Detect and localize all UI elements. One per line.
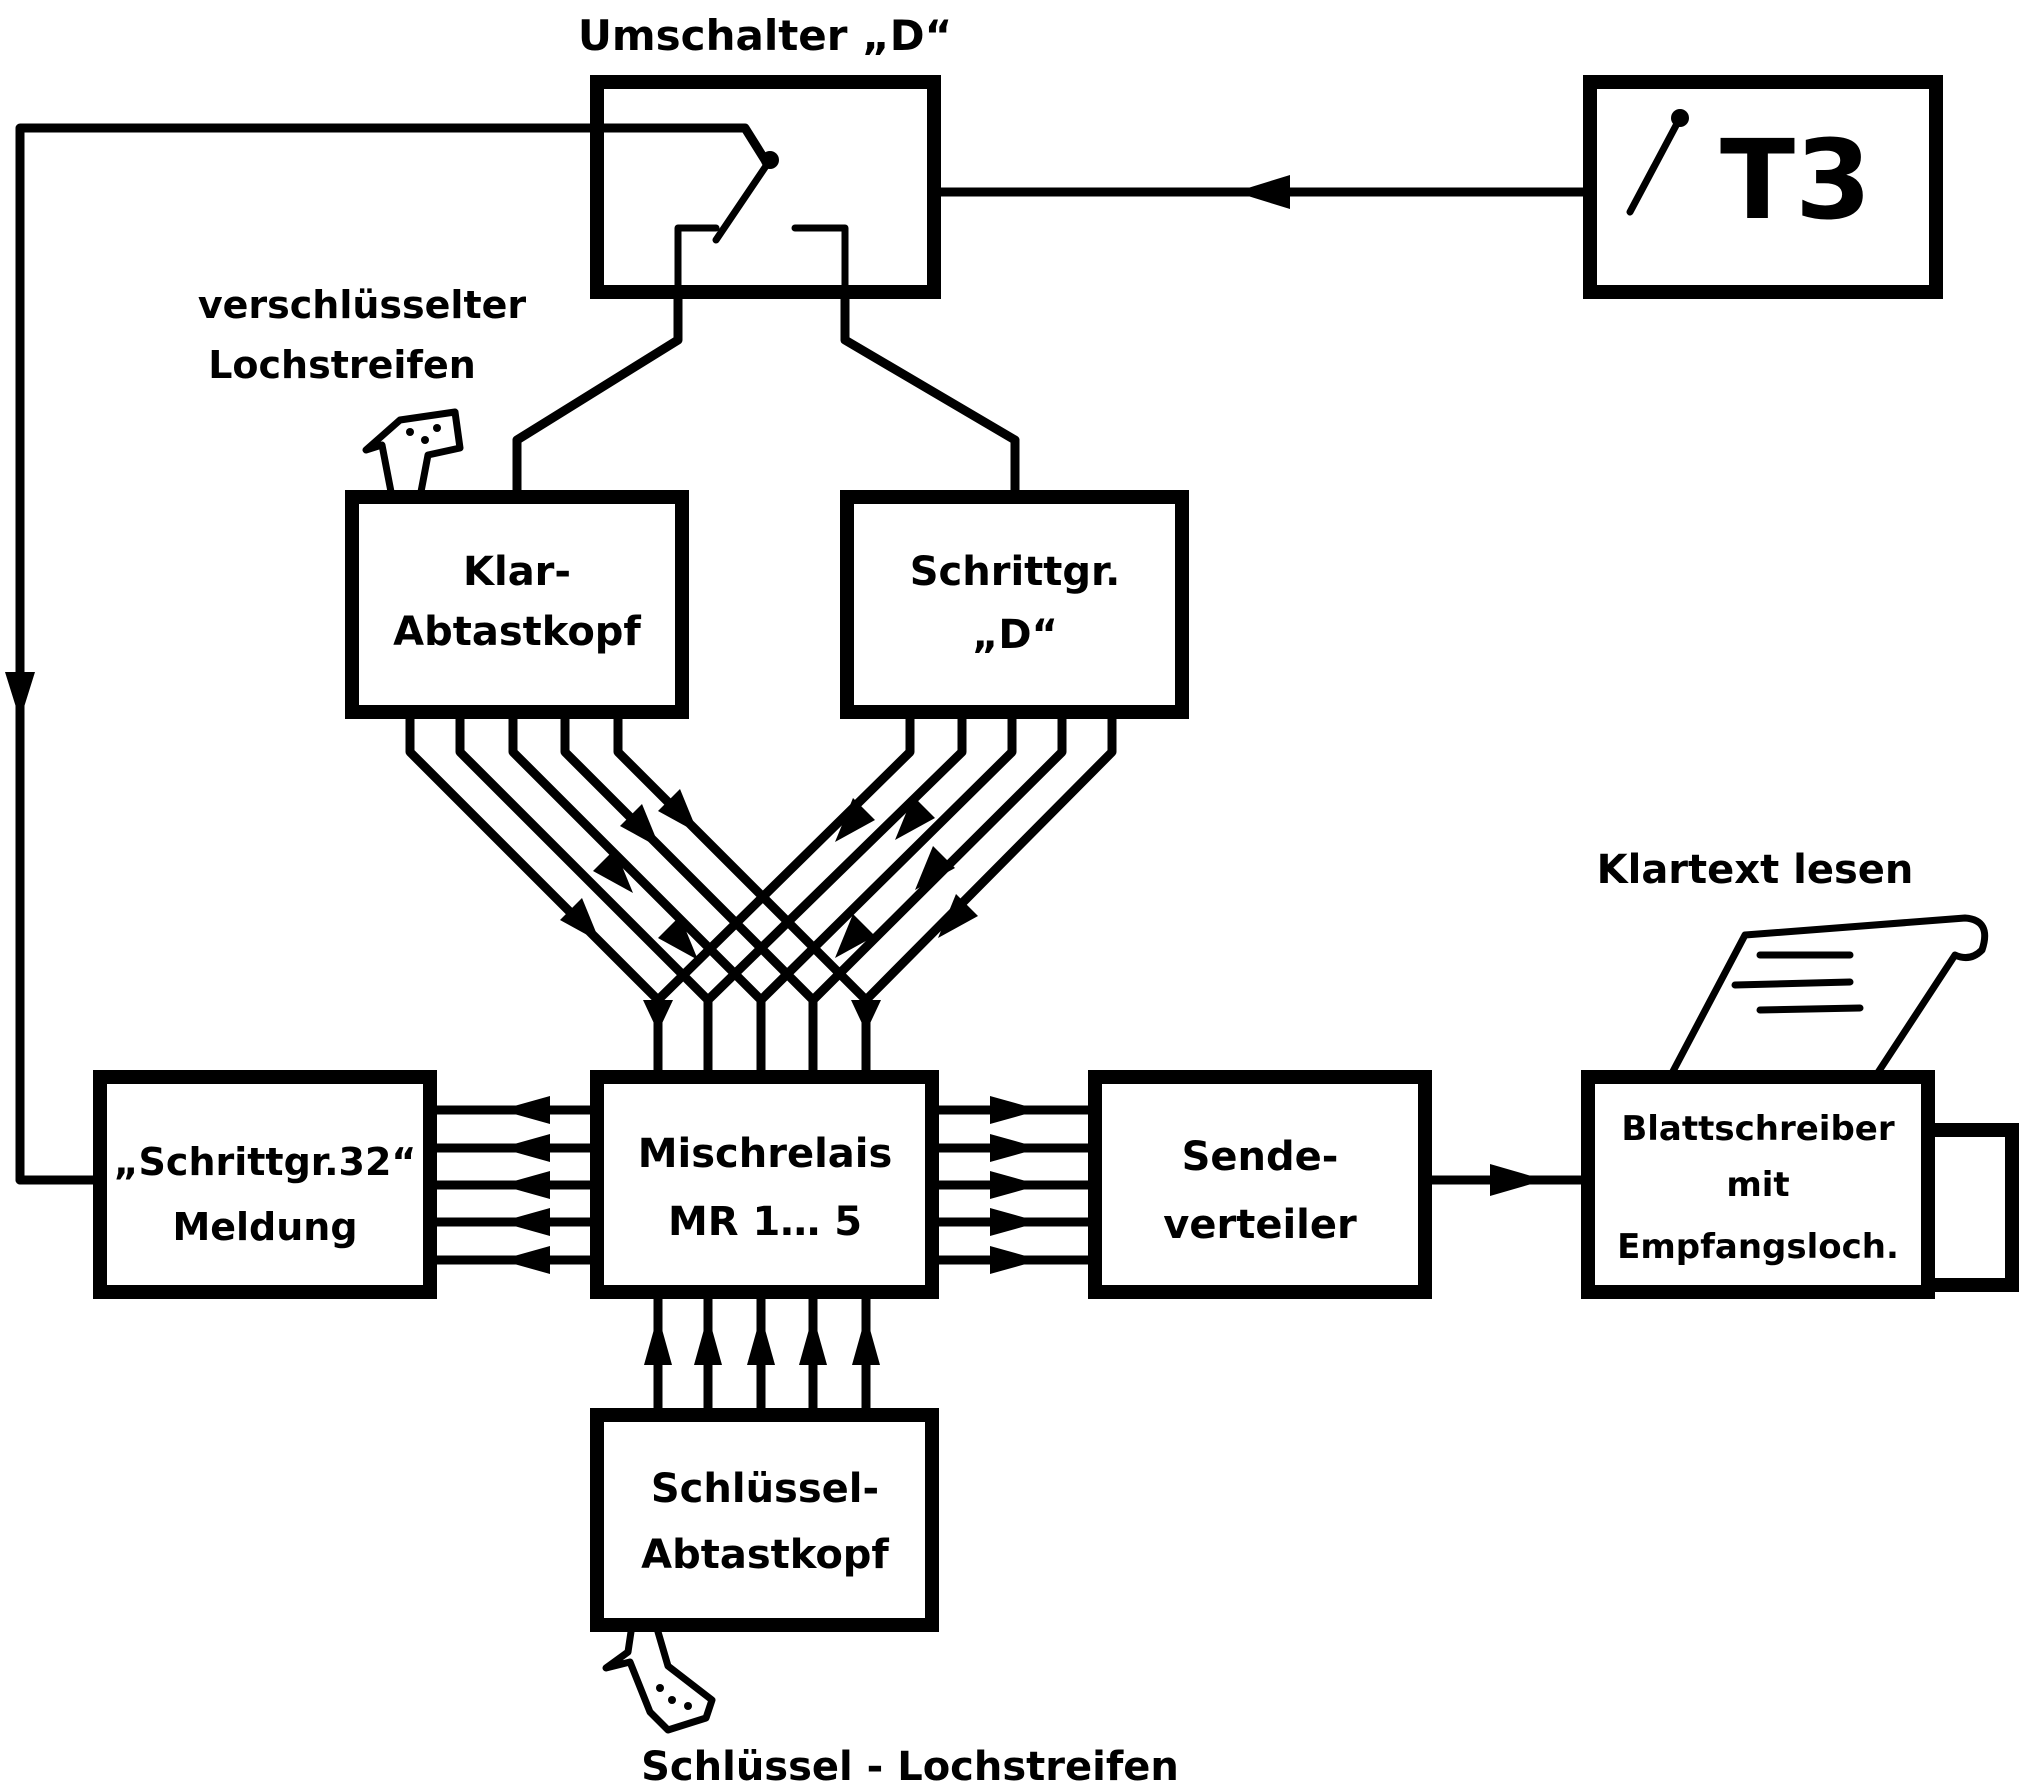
schrittgr-d-block: Schrittgr. „D“ [840, 490, 1189, 719]
bus-merge-arrows [643, 1000, 881, 1032]
schrittgr32-meldung-block: „Schrittgr.32“ Meldung [93, 1070, 437, 1299]
sendeverteiler-to-blattschreiber-wire [1420, 1164, 1593, 1196]
umschalter-d-block [590, 75, 941, 299]
sende-label-1: Sende- [1182, 1134, 1339, 1180]
sendeverteiler-block: Sende- verteiler [1088, 1070, 1432, 1299]
feedback-loop-wire [5, 123, 770, 1185]
verschluesselter-lochstreifen-icon [362, 408, 464, 501]
schluessel-label-1: Schlüssel- [651, 1466, 879, 1512]
umschalter-to-klar-wire [512, 285, 683, 502]
umschalter-to-schrittgr-d-wire [840, 285, 1020, 502]
schrittgr32-label-2: Meldung [172, 1205, 357, 1249]
schluessel-abtastkopf-block: Schlüssel- Abtastkopf [590, 1408, 939, 1632]
schrittgr-d-to-mischrelais-bus [653, 707, 1117, 1005]
schrittgr32-label-1: „Schrittgr.32“ [114, 1140, 417, 1184]
verschluesselter-label-2: Lochstreifen [208, 343, 476, 387]
klar-label-1: Klar- [463, 549, 571, 595]
schluessel-lochstreifen-icon [602, 1621, 716, 1734]
klar-abtastkopf-block: Klar- Abtastkopf [345, 490, 689, 719]
blattschreiber-block: Blattschreiber mit Empfangsloch. [1581, 1070, 2019, 1299]
klar-to-mischrelais-bus [405, 707, 871, 1082]
schrittgr-d-label-2: „D“ [972, 612, 1058, 658]
klartext-lesen-label: Klartext lesen [1597, 847, 1914, 893]
verschluesselter-label-1: verschlüsselter [198, 283, 527, 327]
mischrelais-block: Mischrelais MR 1… 5 [590, 1070, 939, 1299]
mischrelais-to-meldung-bus [425, 1096, 602, 1274]
schrittgr-d-label-1: Schrittgr. [910, 549, 1121, 595]
t3-label: T3 [1720, 116, 1872, 244]
mischrelais-label-2: MR 1… 5 [668, 1199, 862, 1245]
blatt-label-2: mit [1726, 1165, 1789, 1205]
umschalter-label: Umschalter „D“ [578, 11, 952, 60]
blatt-label-1: Blattschreiber [1621, 1109, 1894, 1149]
klartext-paper-sheet [1666, 914, 1989, 1081]
t3-to-umschalter-wire [929, 175, 1595, 209]
t3-block [1583, 75, 1943, 299]
schluessel-label-2: Abtastkopf [641, 1532, 889, 1578]
sende-label-2: verteiler [1163, 1202, 1357, 1248]
schluessel-to-mischrelais-bus [644, 1287, 880, 1420]
klar-label-2: Abtastkopf [393, 609, 641, 655]
mischrelais-to-sendeverteiler-bus [927, 1096, 1100, 1274]
schluessel-lochstreifen-label: Schlüssel - Lochstreifen [641, 1744, 1179, 1790]
mischrelais-label-1: Mischrelais [638, 1131, 893, 1177]
blatt-label-3: Empfangsloch. [1617, 1227, 1899, 1267]
